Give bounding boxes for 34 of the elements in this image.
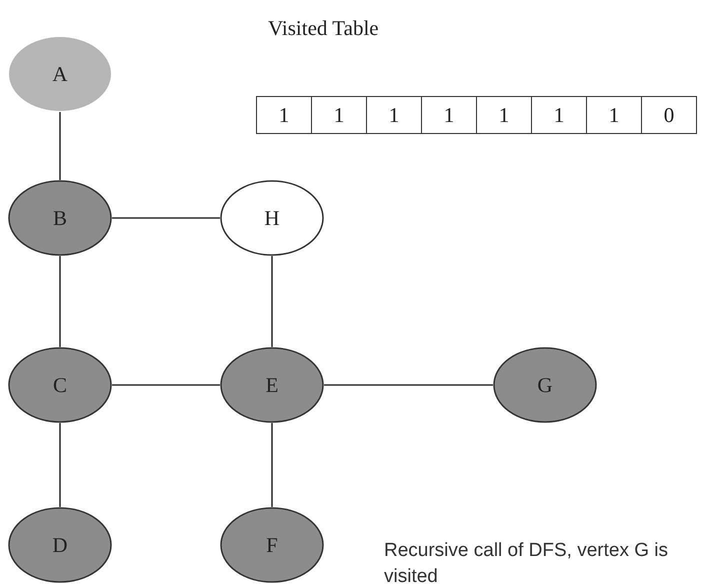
vertex-ellipse — [8, 36, 112, 112]
table-cell: 1 — [586, 97, 641, 133]
edge-line — [112, 217, 220, 219]
vertex-ellipse — [220, 180, 324, 256]
table-cell: 1 — [421, 97, 476, 133]
vertex-ellipse — [220, 347, 324, 423]
edge-line — [271, 423, 273, 507]
vertex-label: F — [266, 532, 278, 558]
vertex-label: D — [52, 532, 68, 558]
vertex-label: H — [264, 206, 280, 230]
table-cell: 1 — [531, 97, 586, 133]
table-cell-text: 1 — [278, 102, 290, 128]
edge-line — [271, 256, 273, 347]
table-title: Visited Table — [268, 16, 379, 41]
edge-line — [59, 112, 61, 180]
vertex-ellipse — [8, 347, 112, 423]
vertex-label: E — [266, 372, 278, 398]
table-cell: 1 — [311, 97, 366, 133]
edge-line — [324, 384, 493, 386]
edge-line — [59, 423, 61, 507]
vertex-ellipse — [8, 507, 112, 583]
vertex-label: C — [52, 372, 67, 398]
edge-line — [112, 384, 220, 386]
vertex-label: B — [52, 206, 67, 230]
edge-line — [59, 256, 61, 347]
vertex-label: A — [52, 62, 68, 86]
vertex-ellipse — [8, 180, 112, 256]
vertex-label: G — [537, 372, 553, 398]
table-cell: 0 — [641, 97, 696, 133]
caption: Recursive call of DFS, vertex G is visited — [384, 539, 670, 584]
table-cell: 1 — [476, 97, 531, 133]
table-cell: 1 — [366, 97, 421, 133]
vertex-ellipse — [220, 507, 324, 583]
vertex-ellipse — [493, 347, 597, 423]
